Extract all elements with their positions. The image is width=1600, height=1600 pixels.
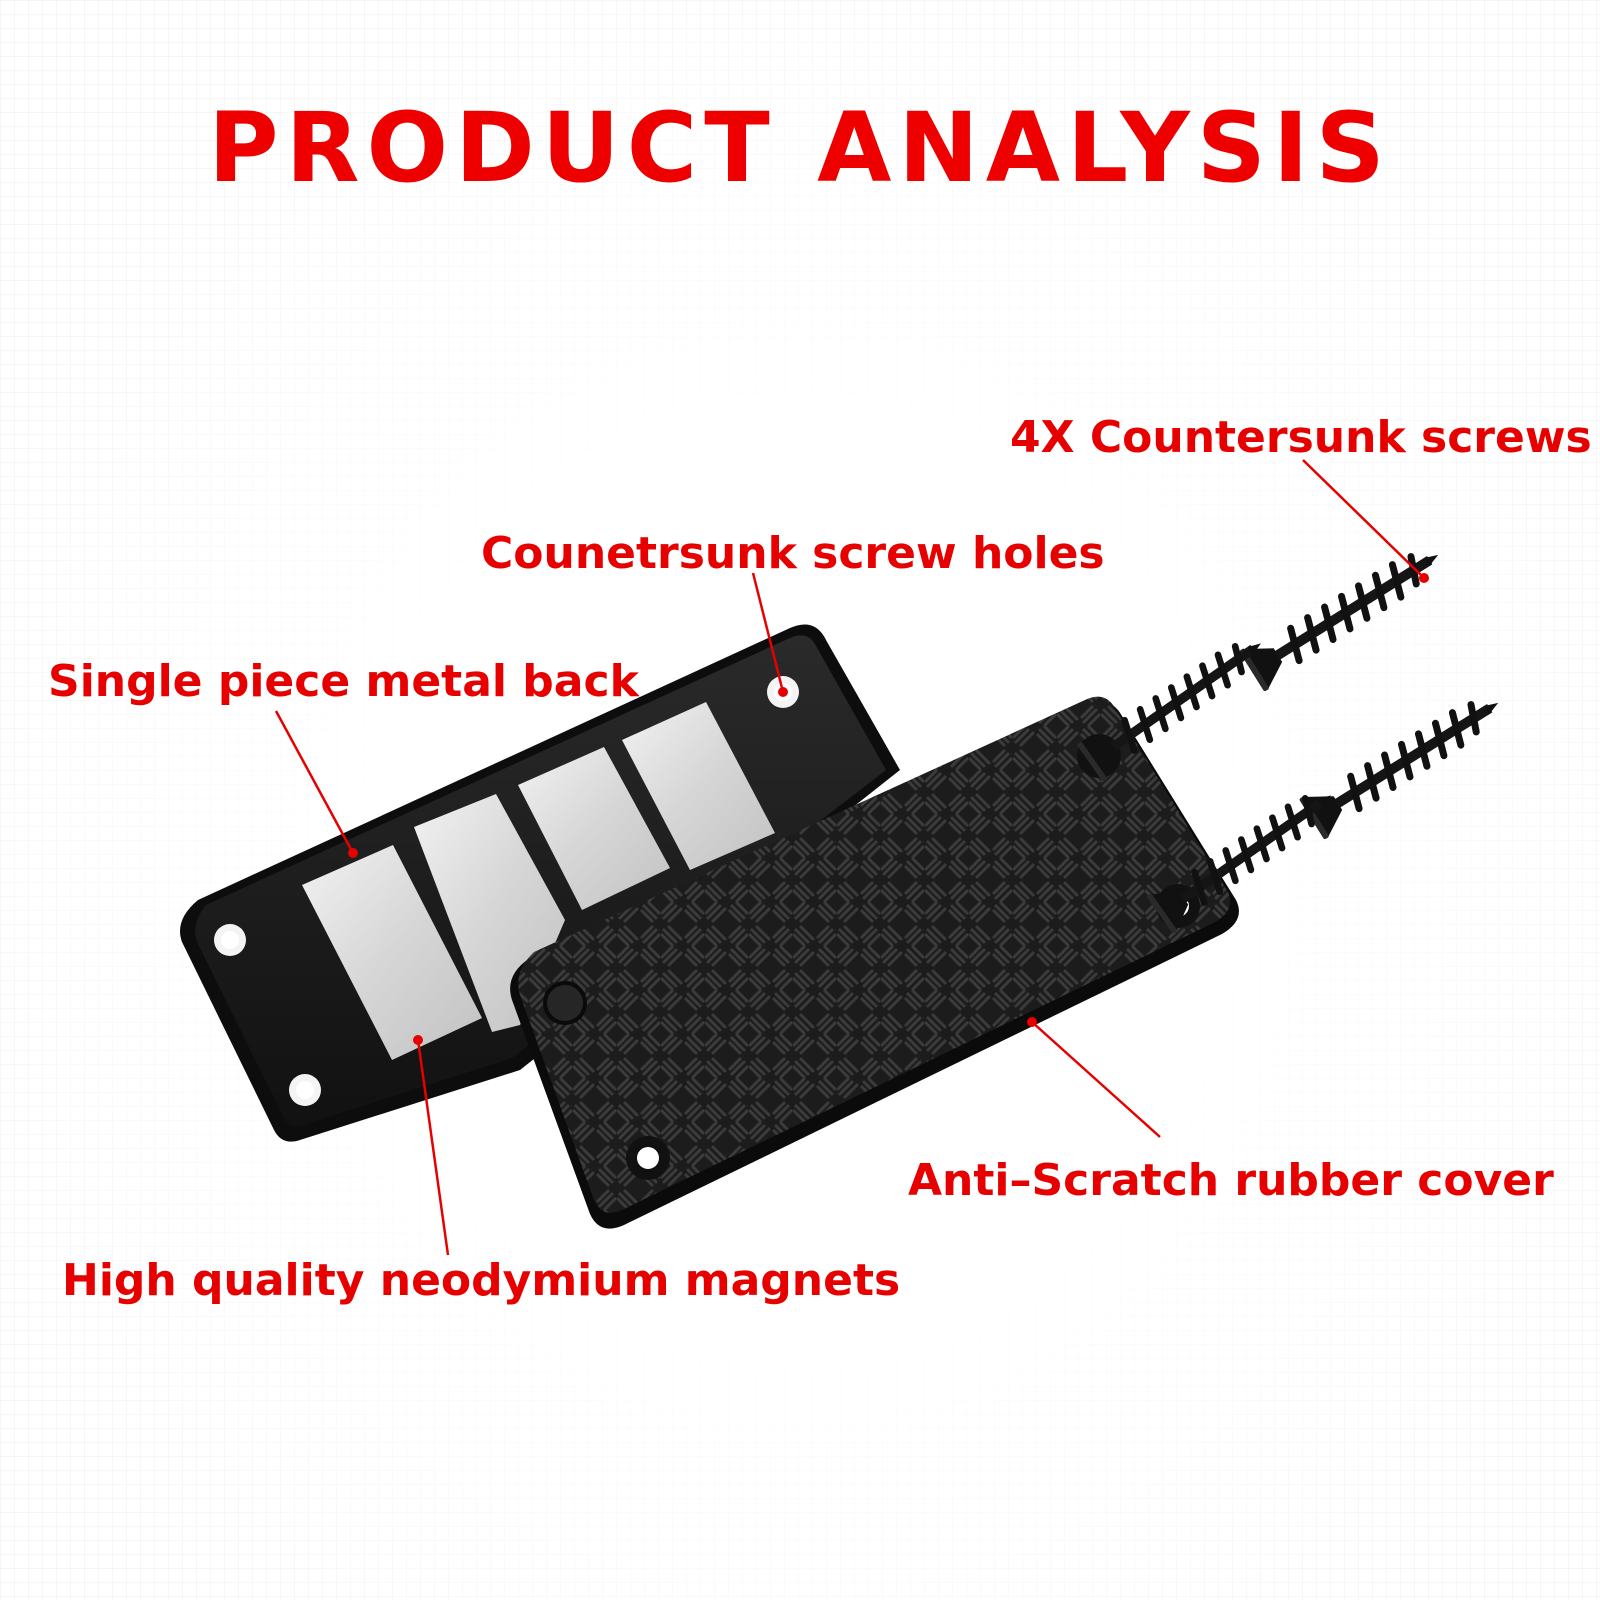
callout-rubber-cover: Anti–Scratch rubber cover [908,1155,1554,1206]
callout-countersunk-screws: 4X Countersunk screws [1010,412,1592,463]
magnet-3 [518,747,670,910]
leader-dots [348,573,1429,1045]
leader-line-cover [1031,1021,1161,1138]
leader-line-holes [751,572,785,693]
leader-line-magnets [416,1039,450,1256]
leader-line-screws [1302,459,1425,579]
screw-icon-1 [1239,535,1451,692]
callout-screw-holes: Counetrsunk screw holes [481,528,1105,579]
countersunk-hole-icon [543,981,587,1025]
callout-metal-back: Single piece metal back [48,656,639,707]
magnet-1 [302,845,482,1060]
screw-icon-3 [1299,683,1511,840]
leader-lines [274,459,1425,1256]
rubber-cover [510,696,1239,1229]
page-title: PRODUCT ANALYSIS [208,92,1392,204]
magnet-4 [622,702,775,870]
leader-line-back [274,710,355,854]
callout-magnets: High quality neodymium magnets [62,1255,901,1306]
